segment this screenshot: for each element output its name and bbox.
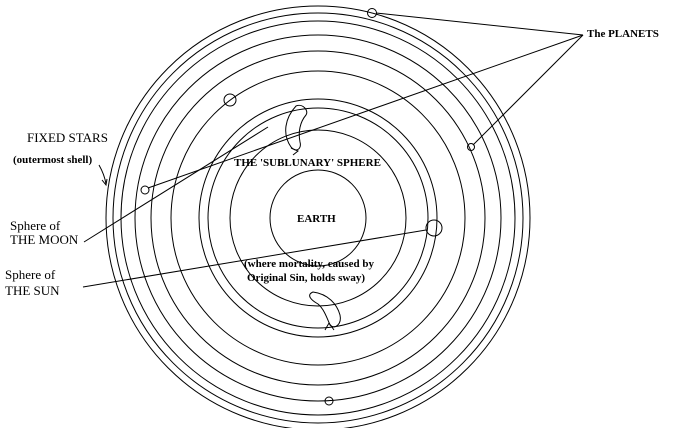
label-moon-line1: Sphere of	[10, 218, 61, 233]
label-sun-line1: Sphere of	[5, 267, 56, 282]
label-outermost-shell: (outermost shell)	[13, 154, 92, 166]
arrow-fixed-stars	[98, 164, 107, 185]
leader-sun-sphere	[82, 229, 427, 288]
crescent-lower-arrow	[324, 322, 335, 331]
label-moon-line2: THE MOON	[10, 232, 79, 247]
crescent-upper	[285, 104, 308, 151]
crescent-upper-arrow	[290, 147, 299, 156]
label-sublunary: THE 'SUBLUNARY' SPHERE	[234, 157, 381, 169]
label-earth: EARTH	[297, 213, 336, 225]
leader-moon-sphere	[83, 126, 269, 243]
sphere-ring-4	[134, 34, 502, 402]
label-planets: The PLANETS	[587, 28, 659, 40]
sphere-ring-5	[150, 50, 486, 386]
fixed-stars-shell	[105, 5, 531, 428]
label-mortality-line1: (where mortality, caused by	[244, 258, 374, 270]
planet-sun	[425, 219, 443, 237]
sphere-ring-3	[120, 20, 516, 416]
leader-planet-moon	[147, 34, 584, 189]
planet-upper-left	[223, 93, 237, 107]
label-fixed-stars: FIXED STARS	[27, 130, 108, 145]
planet-bottom	[324, 396, 334, 406]
earth-circle	[269, 169, 367, 267]
sphere-ring-7	[198, 98, 438, 338]
leader-planet-outer	[375, 12, 584, 36]
planet-moon	[140, 185, 150, 195]
leader-planet-right	[472, 34, 584, 146]
sphere-ring-8	[207, 107, 429, 329]
label-sun-line2: THE SUN	[5, 283, 60, 298]
crescent-lower	[309, 291, 341, 328]
planet-right	[467, 143, 475, 151]
sphere-ring-9	[229, 129, 407, 307]
arrowhead-fixed-stars	[101, 178, 108, 187]
sphere-ring-6	[170, 70, 466, 366]
sphere-ring-2	[112, 12, 524, 424]
label-mortality-line2: Original Sin, holds sway)	[247, 272, 365, 284]
